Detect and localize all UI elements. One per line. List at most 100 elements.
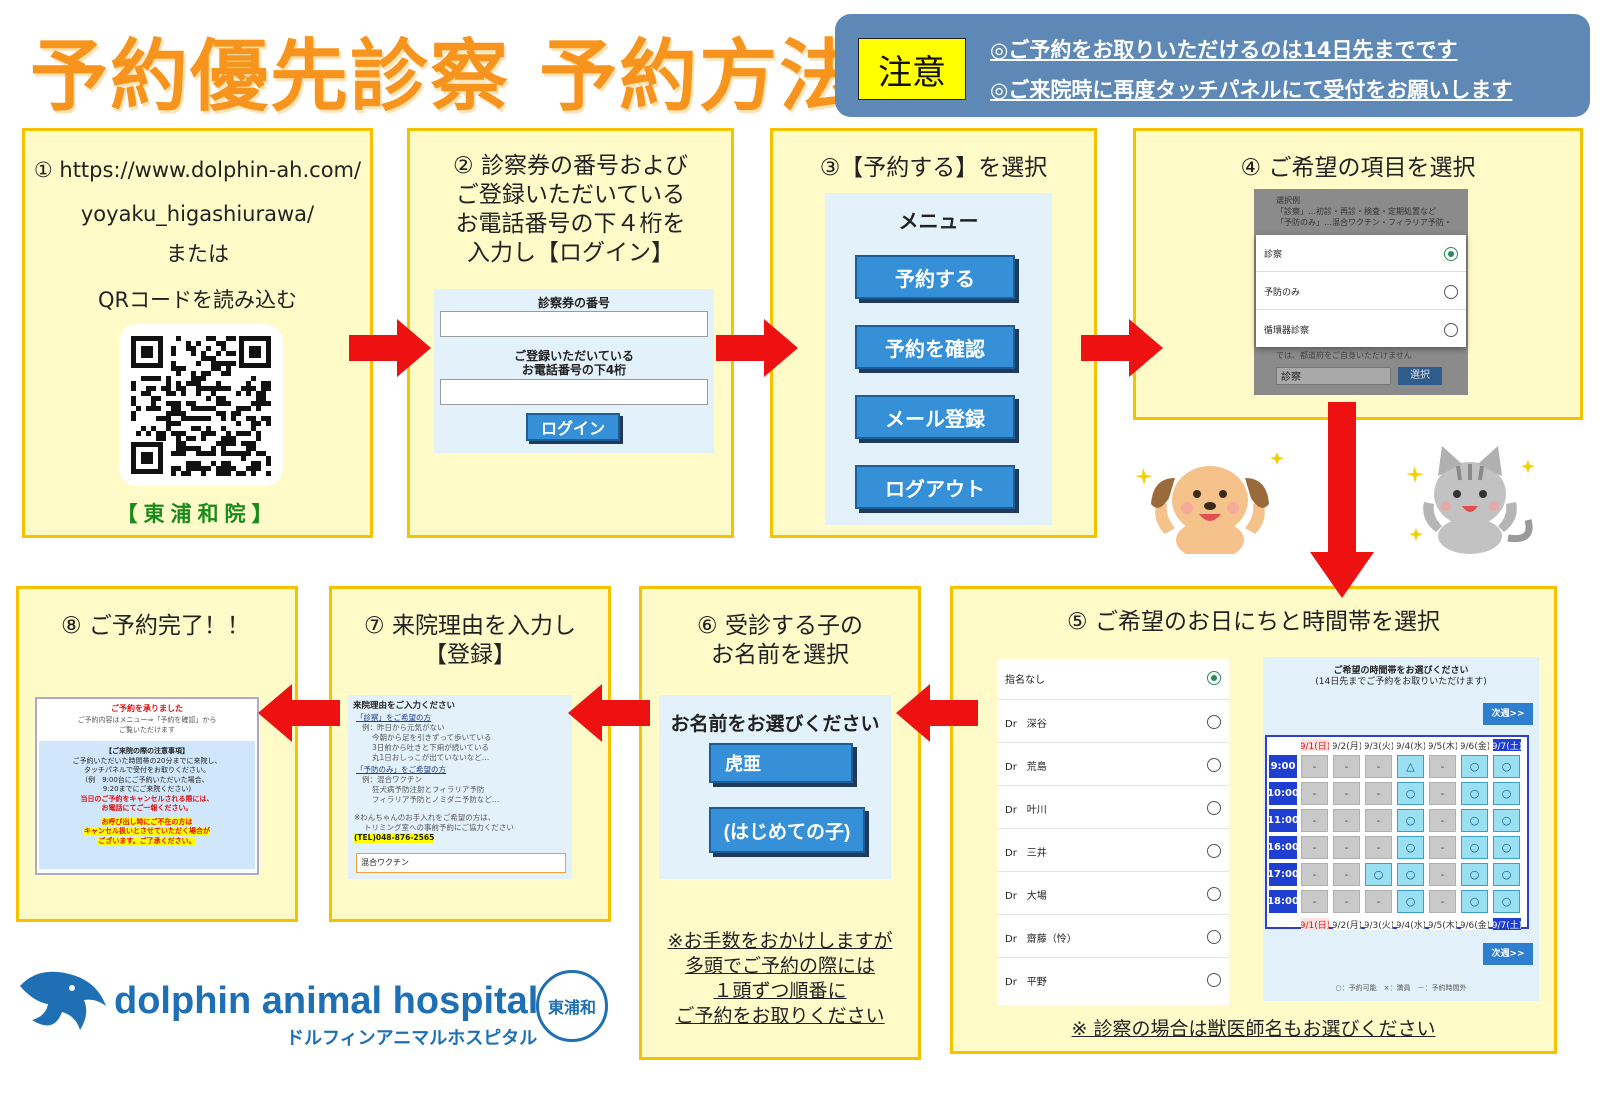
doctor-radio[interactable] bbox=[1207, 930, 1221, 944]
step2-title-1: ② 診察券の番号および bbox=[453, 153, 688, 179]
calendar-slot-available[interactable]: ○ bbox=[1461, 890, 1488, 913]
reason-line: トリミング室への事前予約にご協力ください bbox=[364, 823, 514, 832]
arrow-left-icon bbox=[896, 684, 978, 742]
option-cardio[interactable]: 循環器診察 bbox=[1264, 326, 1310, 336]
category-hint-2: 「診察」…初診・再診・検査・定期処置など bbox=[1276, 207, 1436, 216]
step8-panel: ⑧ ご予約完了！！ ご予約を承りました ご予約内容はメニュー⇒「予約を確認」から… bbox=[16, 586, 298, 922]
doctor-radio[interactable] bbox=[1207, 715, 1221, 729]
next-week-button-bottom[interactable]: 次週>> bbox=[1483, 943, 1533, 965]
phone-digits-input[interactable] bbox=[440, 379, 708, 405]
step1-url-line1[interactable]: ① https://www.dolphin-ah.com/ bbox=[33, 158, 362, 182]
step2-title-2: ご登録いただいている bbox=[455, 182, 686, 208]
step6-panel: ⑥ 受診する子の お名前を選択 お名前をお選びください 虎亜 (はじめての子) … bbox=[639, 586, 921, 1060]
calendar-slot-available[interactable]: ○ bbox=[1397, 809, 1424, 832]
category-select[interactable]: 診察 bbox=[1276, 367, 1391, 385]
step6-note-2: 多頭でご予約の際には bbox=[684, 955, 875, 977]
calendar-day-header: 9/5(木) bbox=[1429, 739, 1457, 751]
calendar-slot-available[interactable]: ○ bbox=[1493, 890, 1520, 913]
doctor-radio[interactable] bbox=[1207, 973, 1221, 987]
visit-note: 9:20までにご来院ください) bbox=[102, 785, 192, 793]
calendar-slot-available[interactable]: ○ bbox=[1493, 782, 1520, 805]
step5-panel: ⑤ ご希望のお日にちと時間帯を選択 指名なし Dr 深谷 Dr 荒島 Dr 叶川… bbox=[950, 586, 1557, 1054]
calendar-slot-available[interactable]: ○ bbox=[1493, 809, 1520, 832]
calendar-slot-available[interactable]: ○ bbox=[1397, 863, 1424, 886]
pet-select-panel: お名前をお選びください 虎亜 (はじめての子) bbox=[659, 695, 891, 879]
doctor-name: 指名なし bbox=[1005, 675, 1045, 686]
calendar-slot-available[interactable]: ○ bbox=[1397, 836, 1424, 859]
doctor-name: Dr 大場 bbox=[1005, 891, 1047, 902]
option-prevention-radio[interactable] bbox=[1444, 285, 1458, 299]
calendar-time-label: 17:00 bbox=[1267, 863, 1299, 886]
category-dialog: 診察 予防のみ 循環器診察 bbox=[1256, 235, 1466, 347]
calendar-slot-available[interactable]: ○ bbox=[1493, 836, 1520, 859]
doctor-radio[interactable] bbox=[1207, 671, 1221, 685]
calendar-slot-available[interactable]: ○ bbox=[1461, 782, 1488, 805]
doctor-radio[interactable] bbox=[1207, 758, 1221, 772]
next-week-button[interactable]: 次週>> bbox=[1483, 703, 1533, 725]
calendar-slot-closed: - bbox=[1301, 890, 1328, 913]
calendar-slot-available[interactable]: ○ bbox=[1397, 890, 1424, 913]
arrow-left-icon bbox=[568, 684, 650, 742]
calendar-slot-closed: - bbox=[1301, 863, 1328, 886]
calendar-slot-closed: - bbox=[1429, 782, 1456, 805]
calendar-slot-available[interactable]: ○ bbox=[1365, 863, 1392, 886]
notice-tag: 注意 bbox=[858, 38, 966, 100]
doctor-name: Dr 齋藤（怜） bbox=[1005, 934, 1077, 945]
calendar-time-label: 16:00 bbox=[1267, 836, 1299, 859]
absence-warning-2: キャンセル扱いとさせていただく場合が bbox=[84, 827, 210, 835]
calendar-slot-available[interactable]: ○ bbox=[1493, 755, 1520, 778]
step6-note-4: ご予約をお取りください bbox=[675, 1005, 885, 1027]
calendar-slot-available[interactable]: ○ bbox=[1461, 863, 1488, 886]
calendar-slot-closed: - bbox=[1301, 809, 1328, 832]
doctor-name: Dr 荒島 bbox=[1005, 762, 1047, 773]
option-consult-radio[interactable] bbox=[1444, 247, 1458, 261]
calendar-slot-closed: - bbox=[1333, 890, 1360, 913]
step6-title-1: ⑥ 受診する子の bbox=[697, 613, 863, 639]
step6-note-1: ※お手数をおかけしますが bbox=[667, 930, 893, 952]
doctor-radio[interactable] bbox=[1207, 801, 1221, 815]
reason-line: 「診察」をご希望の方 bbox=[356, 713, 431, 722]
category-hint-1: 選択例 bbox=[1276, 196, 1300, 205]
reason-line: ※わんちゃんのお手入れをご希望の方は、 bbox=[354, 813, 496, 822]
option-cardio-radio[interactable] bbox=[1444, 323, 1458, 337]
option-consult[interactable]: 診察 bbox=[1264, 250, 1283, 260]
option-prevention[interactable]: 予防のみ bbox=[1264, 288, 1301, 298]
reason-line: 今朝から足を引きずって歩いている bbox=[372, 733, 492, 742]
step5-title: ⑤ ご希望のお日にちと時間帯を選択 bbox=[1067, 609, 1440, 635]
calendar-slot-available[interactable]: △ bbox=[1397, 755, 1424, 778]
pet-button-1[interactable]: 虎亜 bbox=[709, 743, 853, 783]
step3-panel: ③【予約する】を選択 メニュー 予約する 予約を確認 メール登録 ログアウト bbox=[770, 128, 1097, 538]
calendar-slot-available[interactable]: ○ bbox=[1461, 836, 1488, 859]
calendar-slot-available[interactable]: ○ bbox=[1493, 863, 1520, 886]
calendar-slot-available[interactable]: ○ bbox=[1461, 755, 1488, 778]
calendar-time-label: 9:00 bbox=[1269, 755, 1297, 778]
step1-url-line2[interactable]: yoyaku_higashiurawa/ bbox=[80, 202, 315, 226]
logout-button[interactable]: ログアウト bbox=[855, 465, 1015, 509]
step4-panel: ④ ご希望の項目を選択 選択例 「診察」…初診・再診・検査・定期処置など 「予防… bbox=[1133, 128, 1583, 420]
step7-panel: ⑦ 来院理由を入力し 【登録】 来院理由をご入力ください 「診察」をご希望の方 … bbox=[329, 586, 611, 922]
doctor-radio[interactable] bbox=[1207, 844, 1221, 858]
card-number-input[interactable] bbox=[440, 311, 708, 337]
arrow-right-icon bbox=[716, 319, 798, 377]
confirm-reservation-button[interactable]: 予約を確認 bbox=[855, 325, 1015, 369]
calendar-panel: ご希望の時間帯をお選びください (14日先までご予約をお取りいただけます) 次週… bbox=[1263, 657, 1539, 1001]
mail-register-button[interactable]: メール登録 bbox=[855, 395, 1015, 439]
calendar-slot-closed: - bbox=[1365, 809, 1392, 832]
visit-notes-title: 【ご来院の際の注意事項】 bbox=[105, 747, 189, 755]
calendar-slot-closed: - bbox=[1333, 782, 1360, 805]
reason-input[interactable]: 混合ワクチン bbox=[356, 853, 566, 873]
doctor-radio[interactable] bbox=[1207, 887, 1221, 901]
calendar-slot-closed: - bbox=[1333, 836, 1360, 859]
login-button[interactable]: ログイン bbox=[526, 413, 620, 441]
calendar-time-label: 18:00 bbox=[1267, 890, 1299, 913]
calendar-slot-closed: - bbox=[1301, 782, 1328, 805]
calendar-slot-available[interactable]: ○ bbox=[1397, 782, 1424, 805]
visit-notes-box: 【ご来院の際の注意事項】 ご予約いただいた時間帯の20分までに来院し、 タッチパ… bbox=[39, 741, 255, 869]
category-select-button[interactable]: 選択 bbox=[1398, 367, 1442, 385]
pet-button-new[interactable]: (はじめての子) bbox=[709, 807, 865, 853]
qr-code[interactable] bbox=[119, 324, 283, 486]
dog-illustration bbox=[1135, 452, 1284, 554]
reserve-button[interactable]: 予約する bbox=[855, 255, 1015, 299]
calendar-slot-available[interactable]: ○ bbox=[1461, 809, 1488, 832]
calendar-slot-closed: - bbox=[1429, 755, 1456, 778]
